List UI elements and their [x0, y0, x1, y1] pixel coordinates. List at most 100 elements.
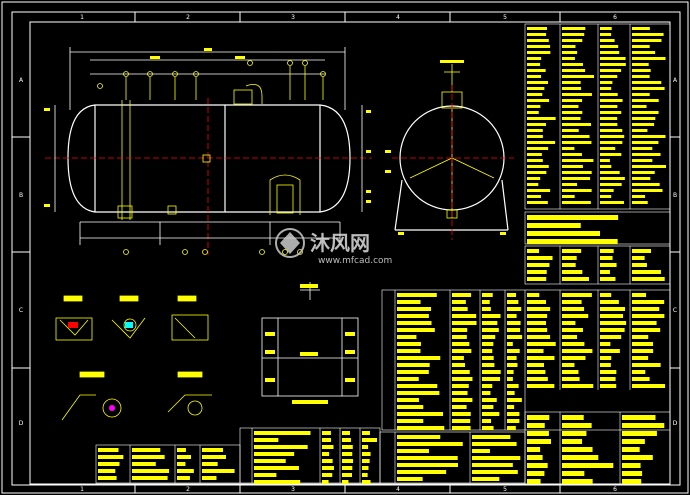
- illegible-text-block: [562, 349, 593, 353]
- illegible-text-block: [397, 363, 430, 367]
- illegible-text-block: [452, 293, 472, 297]
- illegible-text-block: [482, 384, 493, 388]
- column-label-2-bottom: 2: [186, 486, 190, 493]
- illegible-text-block: [562, 87, 582, 90]
- illegible-text-block: [527, 99, 550, 102]
- illegible-text-block: [632, 63, 649, 66]
- column-label-2: 2: [186, 14, 190, 21]
- illegible-text-block: [562, 57, 575, 60]
- illegible-text-block: [452, 314, 477, 318]
- illegible-text-block: [254, 452, 295, 456]
- illegible-text-block: [600, 27, 612, 30]
- illegible-text-block: [322, 431, 331, 435]
- illegible-text-block: [98, 462, 120, 466]
- illegible-text-block: [600, 256, 613, 260]
- column-label-3-bottom: 3: [291, 486, 295, 493]
- column-label-1-bottom: 1: [80, 486, 84, 493]
- illegible-text-block: [527, 111, 539, 114]
- illegible-text-block: [254, 438, 279, 442]
- frame-column-markers: [134, 12, 561, 493]
- illegible-text-block: [600, 81, 613, 84]
- illegible-text-block: [632, 27, 650, 30]
- illegible-text-block: [527, 479, 541, 484]
- illegible-text-block: [362, 445, 369, 449]
- illegible-text-block: [397, 449, 429, 453]
- illegible-text-block: [527, 39, 549, 42]
- illegible-text-block: [632, 201, 648, 204]
- illegible-text-block: [600, 189, 614, 192]
- illegible-text-block: [322, 445, 334, 449]
- illegible-text-block: [527, 63, 541, 66]
- illegible-text-block: [632, 45, 650, 48]
- illegible-text-block: [632, 51, 656, 54]
- illegible-text-block: [632, 105, 647, 108]
- illegible-text-block: [600, 51, 620, 54]
- illegible-text-block: [562, 471, 585, 476]
- illegible-text-block: [527, 123, 547, 126]
- illegible-text-block: [397, 456, 458, 460]
- illegible-text-block: [632, 153, 661, 156]
- illegible-text-block: [527, 141, 556, 144]
- illegible-text-block: [562, 189, 592, 192]
- illegible-text-block: [600, 363, 611, 367]
- illegible-text-block: [562, 147, 575, 150]
- illegible-text-block: [632, 123, 655, 126]
- illegible-text-block: [562, 117, 581, 120]
- illegible-text-block: [632, 87, 665, 90]
- illegible-text-block: [562, 370, 579, 374]
- illegible-text-block: [622, 463, 641, 468]
- illegible-text-block: [600, 270, 610, 274]
- illegible-text-block: [507, 363, 518, 367]
- illegible-text-block: [507, 335, 523, 339]
- illegible-text-block: [452, 307, 468, 311]
- column-label-3: 3: [291, 14, 295, 21]
- illegible-text-block: [482, 349, 493, 353]
- illegible-text-block: [632, 93, 650, 96]
- illegible-text-block: [632, 165, 666, 168]
- illegible-text-block: [397, 349, 421, 353]
- nozzle-table: [381, 289, 671, 431]
- illegible-text-block: [562, 93, 592, 96]
- illegible-text-block: [527, 135, 543, 138]
- illegible-text-block: [362, 459, 370, 463]
- illegible-text-block: [507, 412, 520, 416]
- illegible-text-block: [527, 270, 547, 274]
- illegible-text-block: [202, 448, 224, 452]
- illegible-text-block: [362, 438, 377, 442]
- illegible-text-block: [600, 153, 622, 156]
- illegible-text-block: [632, 117, 656, 120]
- illegible-text-block: [632, 75, 650, 78]
- bottom-tables: [95, 411, 671, 485]
- illegible-text-block: [527, 384, 555, 388]
- illegible-text-block: [632, 356, 649, 360]
- illegible-text-block: [452, 419, 471, 423]
- illegible-text-block: [562, 105, 579, 108]
- illegible-text-block: [562, 342, 585, 346]
- illegible-text-block: [527, 159, 543, 162]
- illegible-text-block: [202, 476, 217, 480]
- illegible-text-block: [562, 75, 595, 78]
- illegible-text-block: [527, 27, 547, 30]
- illegible-text-block: [527, 463, 548, 468]
- illegible-text-block: [177, 469, 194, 473]
- illegible-text-block: [472, 477, 500, 481]
- illegible-text-block: [507, 300, 519, 304]
- illegible-text-block: [527, 249, 540, 253]
- illegible-text-block: [472, 449, 490, 453]
- illegible-text-block: [482, 398, 497, 402]
- illegible-text-block: [254, 445, 308, 449]
- spec-table-upper: [524, 23, 671, 285]
- illegible-text-block: [482, 391, 491, 395]
- illegible-text-block: [632, 57, 666, 60]
- illegible-text-block: [482, 328, 499, 332]
- illegible-text-block: [482, 370, 501, 374]
- illegible-text-block: [527, 165, 549, 168]
- illegible-text-block: [562, 455, 599, 460]
- illegible-text-block: [482, 335, 496, 339]
- illegible-text-block: [562, 415, 584, 420]
- illegible-text-block: [472, 456, 521, 460]
- illegible-text-block: [632, 277, 665, 281]
- illegible-text-block: [600, 93, 618, 96]
- illegible-text-block: [362, 452, 371, 456]
- illegible-text-block: [322, 480, 329, 484]
